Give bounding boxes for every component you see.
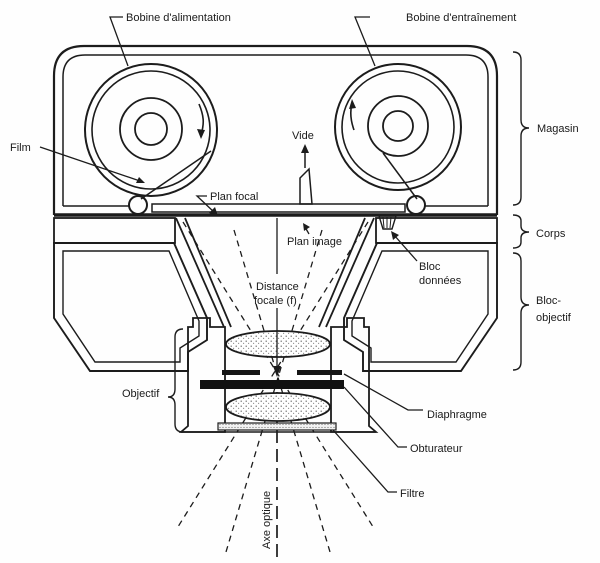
leader-data-block	[393, 234, 418, 262]
label-takeup-reel: Bobine d'entraînement	[406, 12, 516, 24]
label-body: Corps	[536, 228, 566, 240]
body-brace	[512, 214, 530, 249]
camera-body	[53, 217, 498, 244]
focal-distance-dimension	[273, 218, 281, 377]
magazine-inner-wall	[62, 54, 489, 206]
label-data-block-2: données	[419, 275, 462, 287]
rotation-arrowhead-icon	[197, 129, 205, 139]
vacuum-arrowhead-icon	[301, 144, 309, 153]
lower-lens	[225, 392, 331, 422]
label-optical-axis: Axe optique	[261, 491, 273, 549]
label-diaphragm: Diaphragme	[427, 409, 487, 421]
label-focal-distance-2: focale (f)	[254, 295, 297, 307]
barrel-right-wall	[330, 317, 379, 433]
body-left-block	[53, 217, 176, 244]
label-shutter: Obturateur	[410, 443, 463, 455]
takeup-reel	[334, 63, 462, 191]
leader-lines	[39, 16, 423, 493]
film-path	[128, 150, 426, 215]
shutter-bar	[200, 380, 344, 389]
label-lens-assembly: Objectif	[122, 388, 160, 400]
focal-plane-plate	[151, 203, 406, 213]
upper-lens	[225, 330, 331, 358]
left-pod-outer	[53, 242, 208, 372]
label-image-plane: Plan image	[287, 236, 342, 248]
optics	[200, 330, 344, 431]
lens-barrel	[178, 317, 379, 433]
leader-diaphragm	[343, 373, 423, 411]
label-magazine: Magasin	[537, 123, 579, 135]
lens-block-brace	[512, 252, 530, 371]
label-data-block-1: Bloc	[419, 261, 441, 273]
label-focal-plane: Plan focal	[210, 191, 258, 203]
data-block-arrowhead-icon	[391, 231, 399, 240]
vacuum-blade	[299, 144, 313, 205]
leader-filter	[332, 429, 397, 493]
light-rays	[175, 221, 376, 553]
label-lens-block-2: objectif	[536, 312, 572, 324]
leader-takeup-reel	[354, 16, 376, 67]
leader-focal-plane	[195, 195, 216, 214]
magazine-outer-wall	[52, 44, 499, 215]
braces	[167, 51, 530, 433]
leader-film	[39, 146, 141, 182]
label-lens-block-1: Bloc-	[536, 295, 561, 307]
barrel-left-wall	[178, 317, 226, 433]
label-focal-distance-1: Distance	[256, 281, 299, 293]
label-film: Film	[10, 142, 31, 154]
filter-strip	[217, 422, 337, 431]
film-roller-left	[128, 195, 148, 215]
label-filter: Filtre	[400, 488, 424, 500]
leader-arrowheads	[136, 177, 399, 240]
right-pod-inner	[351, 250, 489, 363]
rotation-arrow-icon	[198, 103, 205, 132]
focal-plane-arrowhead-icon	[209, 207, 218, 216]
diaphragm-blade-left	[222, 370, 260, 375]
leader-supply-reel	[109, 16, 129, 67]
rotation-arrowhead-icon	[349, 99, 356, 109]
dimension-arrowhead-icon	[273, 366, 281, 377]
light-cone-walls	[175, 217, 375, 328]
film-roller-right	[406, 195, 426, 215]
right-pod-outer	[343, 242, 498, 372]
film-arrowhead-icon	[136, 177, 145, 183]
lens-assembly-brace	[167, 328, 184, 433]
leader-shutter	[343, 386, 407, 448]
label-supply-reel: Bobine d'alimentation	[126, 12, 231, 24]
label-vacuum: Vide	[292, 130, 314, 142]
diaphragm-blade-right	[297, 370, 342, 375]
supply-reel	[84, 63, 218, 197]
magazine-housing	[52, 44, 499, 217]
magazine-brace	[512, 51, 530, 206]
image-plane-arrowhead-icon	[303, 223, 310, 231]
left-pod-inner	[62, 250, 200, 363]
